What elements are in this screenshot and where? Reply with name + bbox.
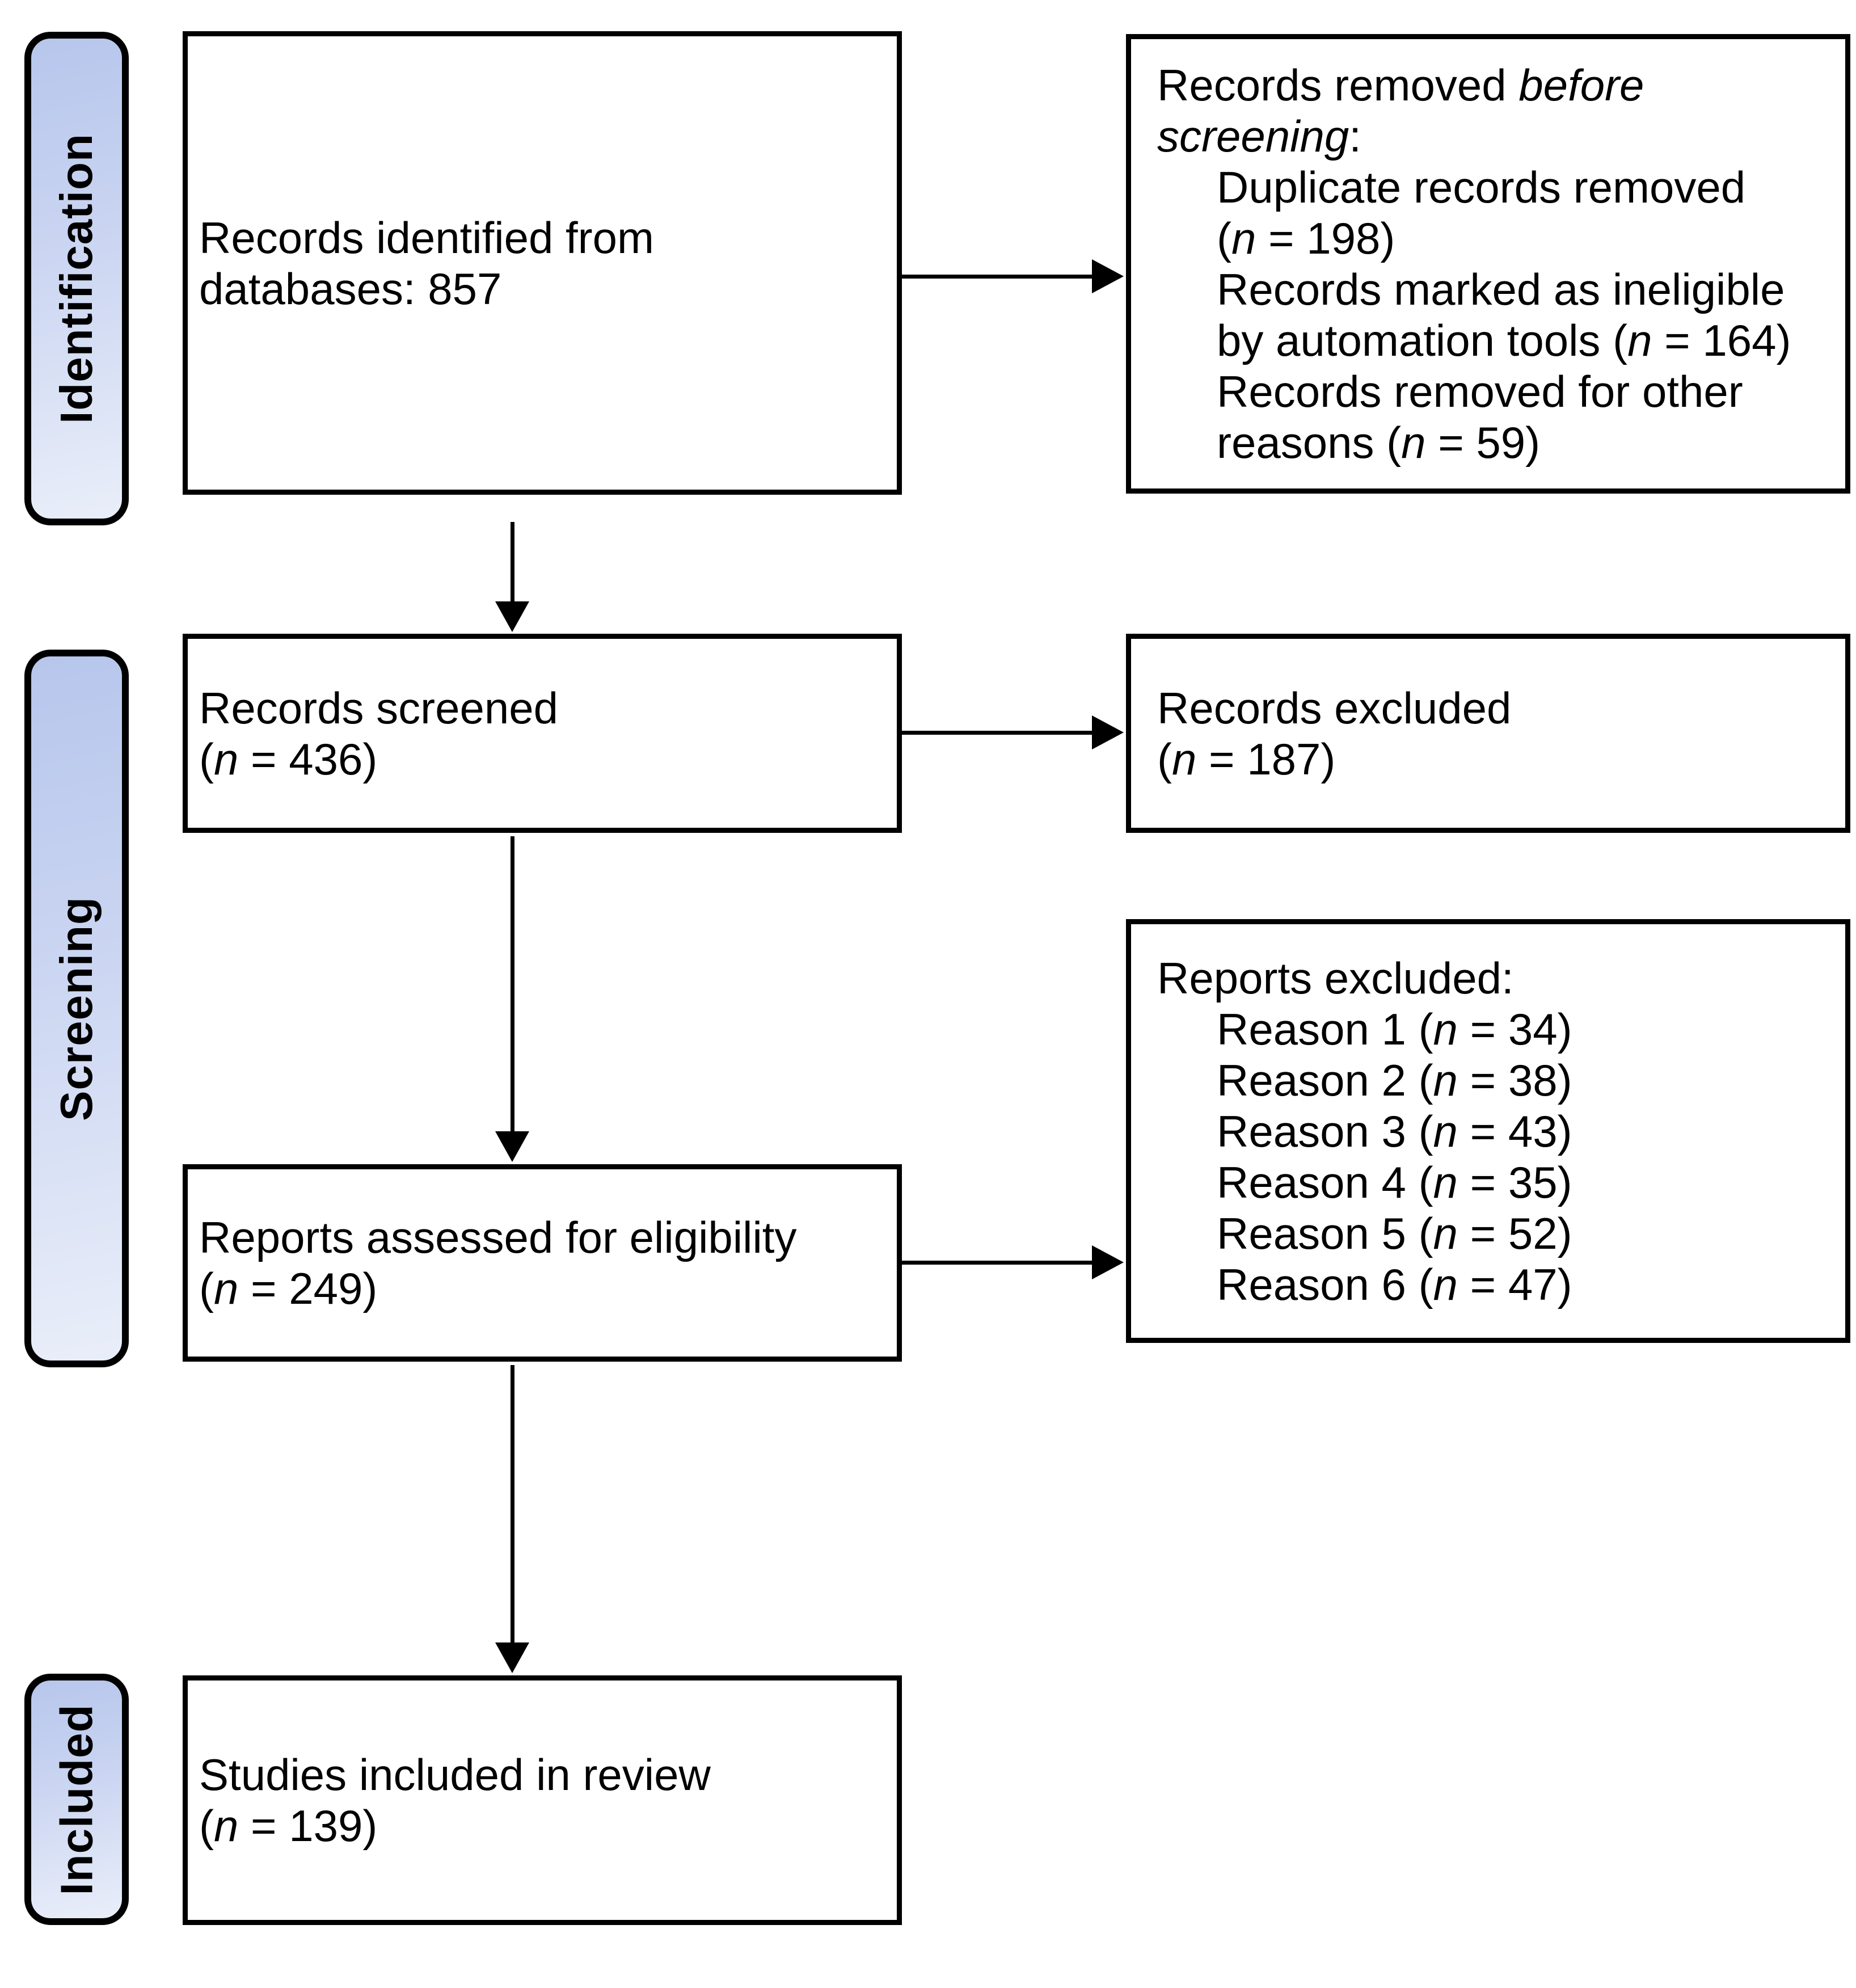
- text-line: Reason 1 (n = 34): [1217, 1004, 1572, 1054]
- text-line: Duplicate records removed: [1217, 162, 1746, 212]
- text-line: Records removed for other: [1217, 367, 1743, 416]
- arrow-stem: [511, 836, 514, 1132]
- box-reports-assessed: Reports assessed for eligibility(n = 249…: [183, 1164, 902, 1362]
- text-line: databases: 857: [199, 263, 502, 314]
- text-line: Reason 4 (n = 35): [1217, 1157, 1572, 1207]
- box-records-excluded: Records excluded(n = 187): [1126, 634, 1850, 833]
- arrow-stem: [511, 522, 514, 603]
- text-line: Records marked as ineligible: [1217, 264, 1785, 314]
- text-line: Studies included in review: [199, 1750, 711, 1800]
- arrow-down-icon: [495, 601, 529, 632]
- arrow-stem: [511, 1365, 514, 1644]
- arrow-stem: [902, 731, 1093, 735]
- text-line: Records removed before: [1157, 60, 1644, 110]
- text-line: (n = 187): [1157, 734, 1336, 784]
- text-line: Reports assessed for eligibility: [199, 1212, 797, 1262]
- arrow-right-icon: [1092, 715, 1124, 749]
- arrow-stem: [902, 275, 1093, 279]
- arrow-stem: [902, 1261, 1093, 1265]
- text-line: reasons (n = 59): [1217, 418, 1541, 467]
- stage-screening: Screening: [24, 650, 129, 1367]
- text-line: Records excluded: [1157, 683, 1512, 733]
- stage-identification: Identification: [24, 32, 129, 525]
- text-line: (n = 139): [199, 1801, 378, 1851]
- text-line: Reason 5 (n = 52): [1217, 1208, 1572, 1258]
- stage-identification-label: Identification: [51, 133, 102, 424]
- box-records-screened: Records screened(n = 436): [183, 634, 902, 833]
- text-line: Reason 6 (n = 47): [1217, 1259, 1572, 1309]
- text-line: Reports excluded:: [1157, 953, 1514, 1003]
- stage-included: Included: [24, 1674, 129, 1925]
- arrow-down-icon: [495, 1131, 529, 1162]
- stage-screening-label: Screening: [51, 896, 102, 1121]
- text-line: screening:: [1157, 111, 1361, 161]
- text-line: by automation tools (n = 164): [1217, 315, 1791, 365]
- text-line: (n = 198): [1217, 213, 1395, 263]
- text-line: (n = 436): [199, 734, 378, 784]
- stage-included-label: Included: [51, 1704, 102, 1895]
- text-line: Reason 2 (n = 38): [1217, 1055, 1572, 1105]
- arrow-right-icon: [1092, 259, 1124, 293]
- text-line: (n = 249): [199, 1263, 378, 1313]
- text-line: Records identified from: [199, 212, 655, 263]
- box-studies-included: Studies included in review(n = 139): [183, 1675, 902, 1925]
- arrow-down-icon: [495, 1642, 529, 1673]
- arrow-right-icon: [1092, 1245, 1124, 1279]
- box-reports-excluded: Reports excluded:Reason 1 (n = 34)Reason…: [1126, 919, 1850, 1343]
- text-line: Records screened: [199, 683, 558, 733]
- text-line: Reason 3 (n = 43): [1217, 1106, 1572, 1156]
